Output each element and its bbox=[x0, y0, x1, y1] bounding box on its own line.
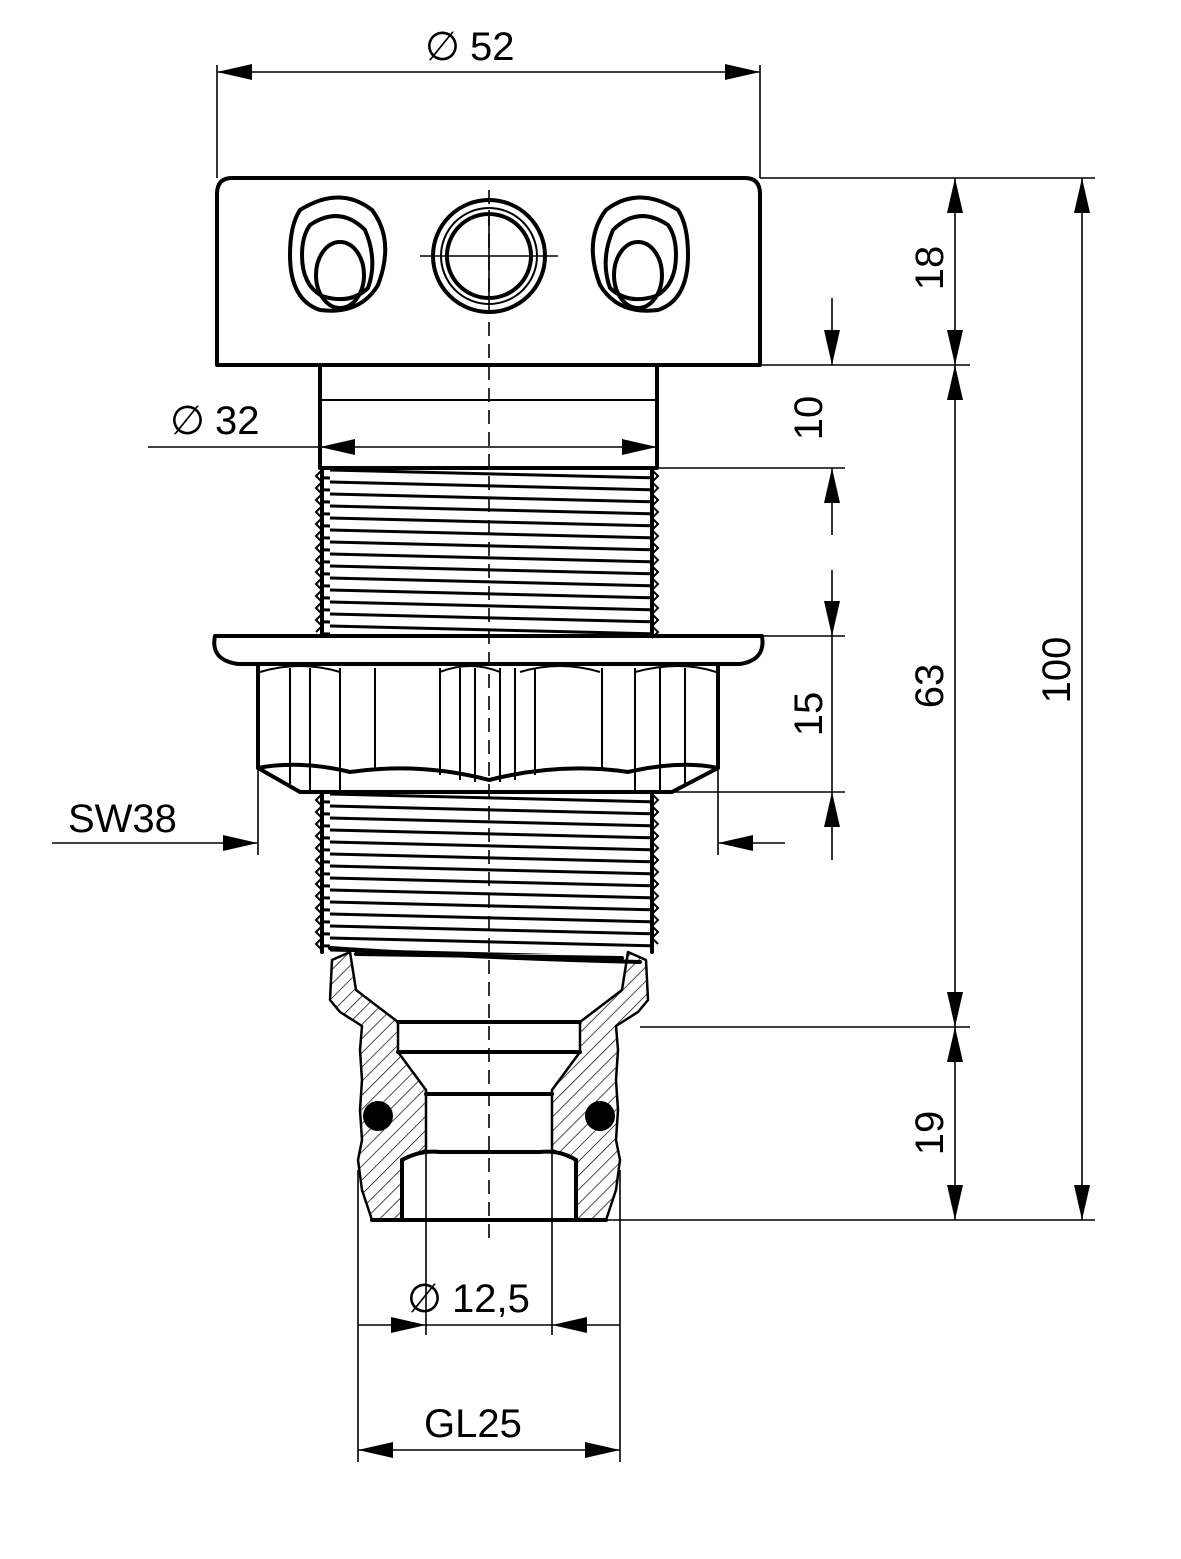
dim-middle-height: 63 bbox=[640, 365, 970, 1028]
dim-body-diameter: ∅ 32 bbox=[148, 398, 657, 455]
dim-nut-height: 15 bbox=[672, 570, 845, 860]
dim-label-10: 10 bbox=[787, 396, 831, 441]
left-port-icon bbox=[288, 195, 388, 313]
dim-label-32: 32 bbox=[215, 399, 260, 443]
diameter-symbol: ∅ bbox=[425, 24, 460, 70]
upper-thread bbox=[314, 468, 660, 639]
diameter-symbol: ∅ bbox=[170, 398, 205, 444]
dim-total-height: 100 bbox=[1035, 178, 1090, 1220]
hex-nut bbox=[212, 634, 765, 794]
dim-tip-height: 19 bbox=[606, 1027, 1095, 1221]
dim-thread-gl25: GL25 bbox=[357, 1170, 621, 1462]
dim-label-sw38: SW38 bbox=[68, 797, 177, 841]
dim-head-diameter: ∅ 52 bbox=[216, 24, 761, 178]
dim-label-19: 19 bbox=[908, 1111, 952, 1156]
dim-label-52: 52 bbox=[470, 25, 515, 69]
dim-label-12-5: 12,5 bbox=[452, 1277, 530, 1321]
right-oring bbox=[585, 1101, 615, 1131]
dim-label-gl25: GL25 bbox=[424, 1402, 522, 1446]
dim-label-63: 63 bbox=[908, 664, 952, 709]
lower-thread bbox=[314, 792, 660, 964]
diameter-symbol: ∅ bbox=[407, 1276, 442, 1322]
dim-collar-height: 10 bbox=[657, 298, 970, 535]
left-oring bbox=[363, 1101, 393, 1131]
dim-head-height: 18 bbox=[760, 177, 1095, 365]
dim-label-15: 15 bbox=[787, 692, 831, 737]
right-port-icon bbox=[590, 195, 690, 313]
dim-label-18: 18 bbox=[908, 246, 952, 291]
sectioned-tip bbox=[328, 950, 650, 1222]
dim-bore-diameter: ∅ 12,5 bbox=[358, 1094, 620, 1335]
dim-wrench-size: SW38 bbox=[52, 768, 785, 855]
dim-label-100: 100 bbox=[1035, 637, 1079, 704]
